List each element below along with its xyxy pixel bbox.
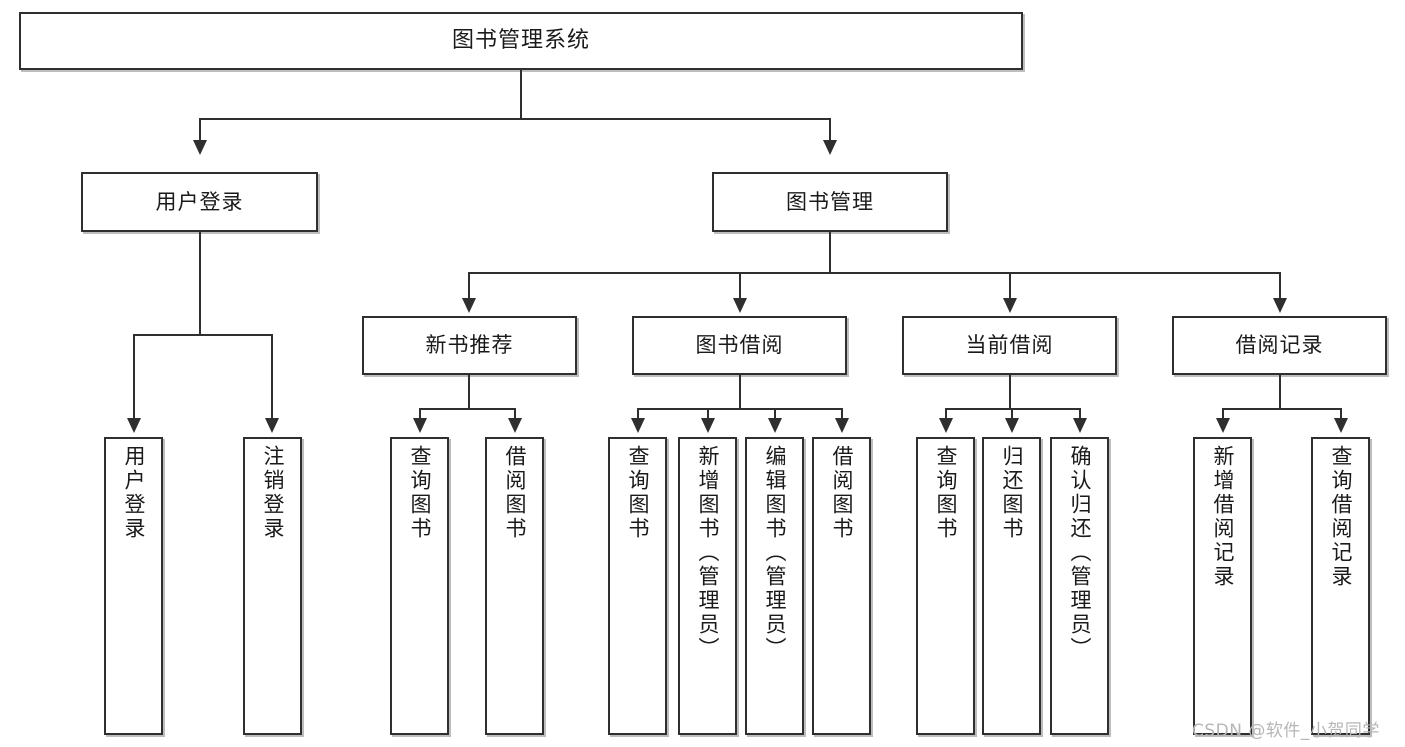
edge-drop-new-book-recommend xyxy=(468,272,470,300)
node-label: 借阅图书 xyxy=(503,445,527,541)
node-root-book-management-system[interactable]: 图书管理系统 xyxy=(19,12,1023,70)
arrowhead-leaf-edit-book xyxy=(768,418,782,433)
arrowhead-borrow-record xyxy=(1273,298,1287,313)
edge-current-borrow-bus xyxy=(945,408,1081,410)
arrowhead-book-management xyxy=(823,140,837,155)
edge-new-book-recommend-bus xyxy=(419,408,516,410)
edge-book-borrow-stem xyxy=(739,375,741,410)
arrowhead-current-borrow xyxy=(1003,298,1017,313)
node-leaf-return-book[interactable]: 归还图书 xyxy=(982,437,1041,735)
edge-level3-bus xyxy=(468,272,1280,274)
edge-book-borrow-bus xyxy=(637,408,843,410)
node-borrow-record[interactable]: 借阅记录 xyxy=(1172,316,1387,375)
node-label: 确认归还（管理员） xyxy=(1068,445,1092,661)
edge-user-login-stem xyxy=(199,232,201,334)
arrowhead-leaf-query-book-3 xyxy=(939,418,953,433)
csdn-watermark: CSDN @软件_小贺同学 xyxy=(1192,721,1380,741)
node-book-borrow[interactable]: 图书借阅 xyxy=(632,316,847,375)
edge-drop-leaf-query-book-1 xyxy=(419,408,421,420)
arrowhead-leaf-borrow-book-1 xyxy=(508,418,522,433)
arrowhead-leaf-logout-login xyxy=(265,418,279,433)
arrowhead-leaf-user-login xyxy=(127,418,141,433)
node-current-borrow[interactable]: 当前借阅 xyxy=(902,316,1117,375)
node-label: 图书管理 xyxy=(786,189,874,214)
node-label: 新增图书（管理员） xyxy=(696,445,720,661)
arrowhead-leaf-add-book xyxy=(701,418,715,433)
node-leaf-logout-login[interactable]: 注销登录 xyxy=(243,437,302,735)
arrowhead-book-borrow xyxy=(733,298,747,313)
node-leaf-add-record[interactable]: 新增借阅记录 xyxy=(1193,437,1252,735)
edge-drop-leaf-edit-book xyxy=(774,408,776,420)
edge-drop-leaf-query-book-3 xyxy=(945,408,947,420)
node-label: 归还图书 xyxy=(1000,445,1024,541)
node-label: 借阅记录 xyxy=(1235,333,1324,358)
edge-drop-leaf-add-book xyxy=(707,408,709,420)
arrowhead-leaf-query-book-1 xyxy=(413,418,427,433)
edge-new-book-recommend-stem xyxy=(468,375,470,410)
node-leaf-add-book[interactable]: 新增图书（管理员） xyxy=(678,437,737,735)
edge-drop-book-borrow xyxy=(739,272,741,300)
node-label: 图书借阅 xyxy=(695,333,784,358)
node-label: 新增借阅记录 xyxy=(1211,445,1235,589)
edge-level2-bus xyxy=(199,118,831,120)
arrowhead-leaf-query-book-2 xyxy=(631,418,645,433)
edge-drop-book-management xyxy=(829,118,831,142)
node-label: 当前借阅 xyxy=(965,333,1054,358)
node-leaf-query-book-3[interactable]: 查询图书 xyxy=(916,437,975,735)
node-leaf-borrow-book-2[interactable]: 借阅图书 xyxy=(812,437,871,735)
node-label: 用户登录 xyxy=(155,189,244,214)
node-new-book-recommend[interactable]: 新书推荐 xyxy=(362,316,577,375)
edge-current-borrow-stem xyxy=(1009,375,1011,410)
node-user-login[interactable]: 用户登录 xyxy=(81,172,318,232)
edge-drop-leaf-logout-login xyxy=(271,334,273,420)
node-leaf-edit-book[interactable]: 编辑图书（管理员） xyxy=(745,437,804,735)
arrowhead-leaf-add-record xyxy=(1216,418,1230,433)
node-label: 注销登录 xyxy=(261,445,285,541)
edge-drop-leaf-return-book xyxy=(1011,408,1013,420)
edge-root-stem xyxy=(520,70,522,120)
edge-drop-leaf-confirm-return xyxy=(1079,408,1081,420)
node-label: 图书管理系统 xyxy=(451,28,590,54)
node-leaf-user-login[interactable]: 用户登录 xyxy=(104,437,163,735)
arrowhead-new-book-recommend xyxy=(462,298,476,313)
edge-drop-borrow-record xyxy=(1279,272,1281,300)
edge-drop-user-login xyxy=(199,118,201,142)
node-leaf-query-book-2[interactable]: 查询图书 xyxy=(608,437,667,735)
edge-borrow-record-bus xyxy=(1222,408,1342,410)
edge-drop-leaf-borrow-book-1 xyxy=(514,408,516,420)
edge-borrow-record-stem xyxy=(1279,375,1281,410)
edge-drop-leaf-query-book-2 xyxy=(637,408,639,420)
node-label: 编辑图书（管理员） xyxy=(763,445,787,661)
node-leaf-confirm-return[interactable]: 确认归还（管理员） xyxy=(1050,437,1109,735)
node-label: 查询图书 xyxy=(408,445,432,541)
node-leaf-query-book-1[interactable]: 查询图书 xyxy=(390,437,449,735)
edge-drop-current-borrow xyxy=(1009,272,1011,300)
arrowhead-leaf-return-book xyxy=(1005,418,1019,433)
edge-drop-leaf-query-record xyxy=(1340,408,1342,420)
edge-drop-leaf-add-record xyxy=(1222,408,1224,420)
edge-user-login-bus xyxy=(133,334,272,336)
node-label: 新书推荐 xyxy=(425,333,514,358)
arrowhead-leaf-query-record xyxy=(1334,418,1348,433)
node-book-management[interactable]: 图书管理 xyxy=(712,172,948,232)
edge-book-management-stem xyxy=(829,232,831,274)
node-leaf-borrow-book-1[interactable]: 借阅图书 xyxy=(485,437,544,735)
node-label: 查询借阅记录 xyxy=(1329,445,1353,589)
edge-drop-leaf-user-login xyxy=(133,334,135,420)
arrowhead-leaf-confirm-return xyxy=(1073,418,1087,433)
node-label: 用户登录 xyxy=(122,445,146,541)
node-leaf-query-record[interactable]: 查询借阅记录 xyxy=(1311,437,1370,735)
node-label: 查询图书 xyxy=(626,445,650,541)
arrowhead-leaf-borrow-book-2 xyxy=(835,418,849,433)
node-label: 查询图书 xyxy=(934,445,958,541)
node-label: 借阅图书 xyxy=(830,445,854,541)
edge-drop-leaf-borrow-book-2 xyxy=(841,408,843,420)
arrowhead-user-login xyxy=(193,140,207,155)
